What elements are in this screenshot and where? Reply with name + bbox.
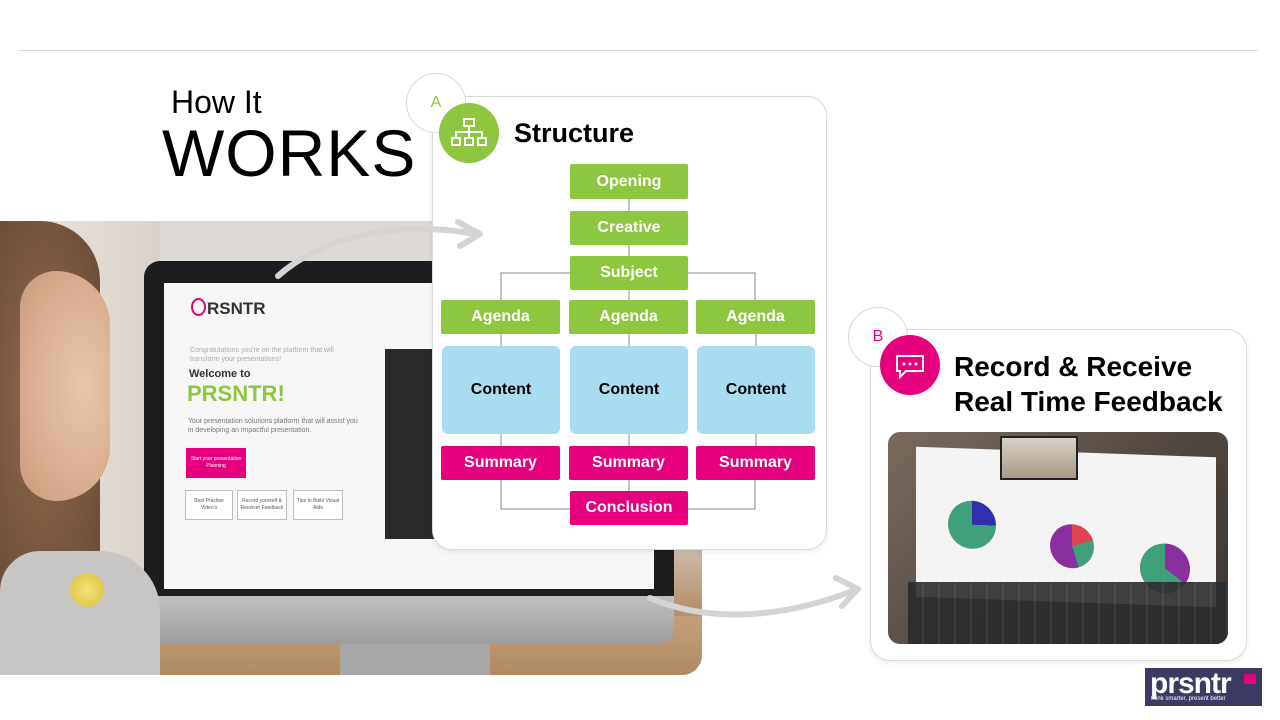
logo-tagline: think smarter, present better <box>1151 696 1226 702</box>
subject-box: Subject <box>570 256 688 290</box>
app-screen-start-button[interactable]: Start your presentation Planning <box>186 448 246 478</box>
app-screen-intro: Congratulations you're on the platform t… <box>190 347 334 363</box>
app-screen-logo: RSNTR <box>191 298 266 319</box>
app-screen-card-tips[interactable]: Tips to Build Visual Aids <box>293 490 343 520</box>
app-screen-brand: PRSNTR! <box>187 381 285 406</box>
logo-menu-mark-icon <box>1244 674 1256 684</box>
top-divider <box>18 50 1258 51</box>
summary-box: Summary <box>569 446 688 480</box>
app-screen-card-record[interactable]: Record yourself & Receiver Feedback <box>237 490 287 520</box>
chat-bubble-icon <box>880 335 940 395</box>
app-screen-card-videos[interactable]: Best Practise Video's <box>185 490 233 520</box>
org-chart-icon <box>439 103 499 163</box>
summary-box: Summary <box>696 446 815 480</box>
agenda-box: Agenda <box>441 300 560 334</box>
structure-title: Structure <box>514 118 635 148</box>
opening-box: Opening <box>570 164 688 199</box>
content-box: Content <box>442 346 560 434</box>
laptop-feedback-photo <box>888 432 1228 644</box>
agenda-box: Agenda <box>569 300 688 334</box>
conclusion-box: Conclusion <box>570 491 688 525</box>
feedback-title-line2: Real Time Feedback <box>954 386 1223 417</box>
heading-how-it: How It <box>171 84 262 120</box>
logo-mark-icon <box>191 298 206 316</box>
content-box: Content <box>570 346 688 434</box>
creative-box: Creative <box>570 211 688 245</box>
logo-word: prsntr <box>1150 667 1232 700</box>
heading-works: WORKS <box>162 116 417 190</box>
content-box: Content <box>697 346 815 434</box>
agenda-box: Agenda <box>696 300 815 334</box>
prsntr-logo: prsntr think smarter, present better <box>1145 667 1262 706</box>
feedback-title: Record & Receive Real Time Feedback <box>954 349 1244 419</box>
app-screen-description: Your presentation solutions platform tha… <box>188 418 358 434</box>
feedback-title-line1: Record & Receive <box>954 351 1193 382</box>
app-screen-welcome: Welcome to <box>189 368 251 380</box>
summary-box: Summary <box>441 446 560 480</box>
